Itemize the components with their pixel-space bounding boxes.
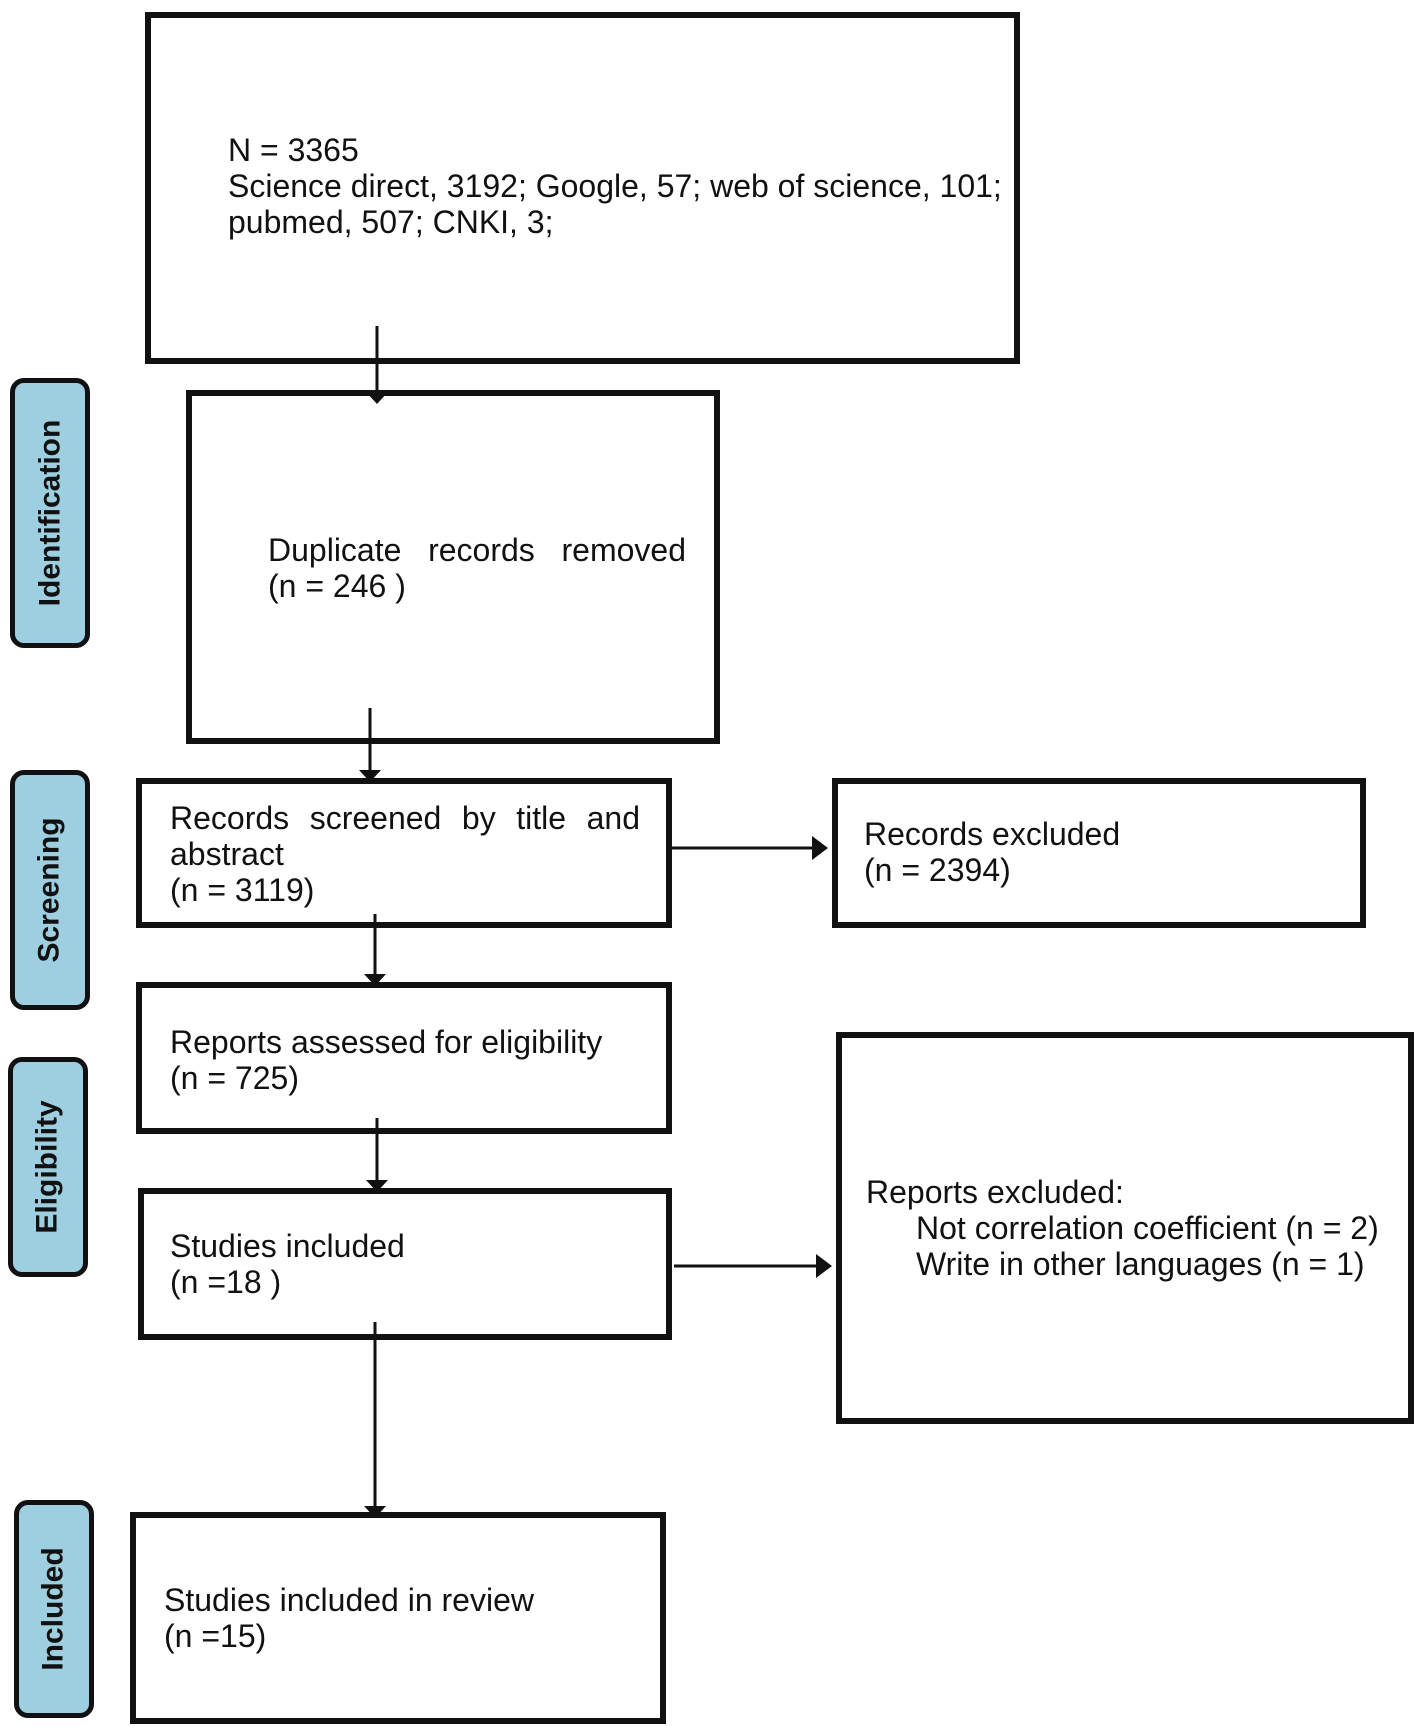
duplicates-box	[186, 390, 720, 744]
sources-total: N = 3365	[228, 132, 359, 168]
reports-excluded-reason-1: Not correlation coefficient (n = 2)	[916, 1210, 1379, 1246]
arrowhead-1	[366, 392, 388, 404]
reports-excluded-box	[836, 1032, 1414, 1424]
records-excluded-box	[832, 778, 1366, 928]
screened-box	[136, 778, 672, 928]
assessed-count: (n = 725)	[170, 1060, 299, 1096]
reports-excluded-reason-2: Write in other languages (n = 1)	[916, 1246, 1365, 1282]
final-label: Studies included in review	[164, 1582, 534, 1618]
sources-line-2: pubmed, 507; CNKI, 3;	[228, 204, 554, 240]
sources-text: N = 3365 Science direct, 3192; Google, 5…	[228, 132, 1002, 240]
phase-screening: Screening	[10, 770, 90, 1010]
arrowhead-5	[366, 1180, 388, 1192]
arrowhead-6	[816, 1254, 832, 1278]
final-count: (n =15)	[164, 1618, 267, 1654]
studies-included-label: Studies included	[170, 1228, 405, 1264]
arrowhead-3	[812, 836, 828, 860]
assessed-text: Reports assessed for eligibility (n = 72…	[170, 1024, 602, 1096]
screened-text: Records screened by title and abstract (…	[170, 800, 640, 908]
studies-included-box	[138, 1188, 672, 1340]
duplicates-label: Duplicate records removed	[268, 532, 686, 568]
final-box	[130, 1512, 666, 1724]
assessed-label: Reports assessed for eligibility	[170, 1024, 603, 1060]
sources-line-1: Science direct, 3192; Google, 57; web of…	[228, 168, 1002, 204]
screened-label-line-2: abstract	[170, 836, 284, 872]
duplicates-text: Duplicate records removed (n = 246 )	[268, 532, 686, 604]
screened-count: (n = 3119)	[170, 872, 315, 908]
final-text: Studies included in review (n =15)	[164, 1582, 534, 1654]
phase-eligibility: Eligibility	[8, 1057, 88, 1277]
sources-box	[145, 12, 1020, 364]
reports-excluded-text: Reports excluded: Not correlation coeffi…	[866, 1174, 1379, 1282]
studies-included-count: (n =18 )	[170, 1264, 282, 1300]
arrowhead-4	[364, 974, 386, 986]
studies-included-text: Studies included (n =18 )	[170, 1228, 405, 1300]
records-excluded-count: (n = 2394)	[864, 852, 1011, 888]
assessed-box	[136, 982, 672, 1134]
screened-label-line-1: Records screened by title and	[170, 800, 640, 836]
duplicates-count: (n = 246 )	[268, 568, 406, 604]
records-excluded-label: Records excluded	[864, 816, 1121, 852]
phase-identification: Identification	[10, 378, 90, 648]
records-excluded-text: Records excluded (n = 2394)	[864, 816, 1120, 888]
arrowhead-2	[359, 770, 381, 782]
reports-excluded-label: Reports excluded:	[866, 1174, 1124, 1210]
arrowhead-7	[364, 1506, 386, 1518]
phase-included: Included	[14, 1500, 94, 1718]
